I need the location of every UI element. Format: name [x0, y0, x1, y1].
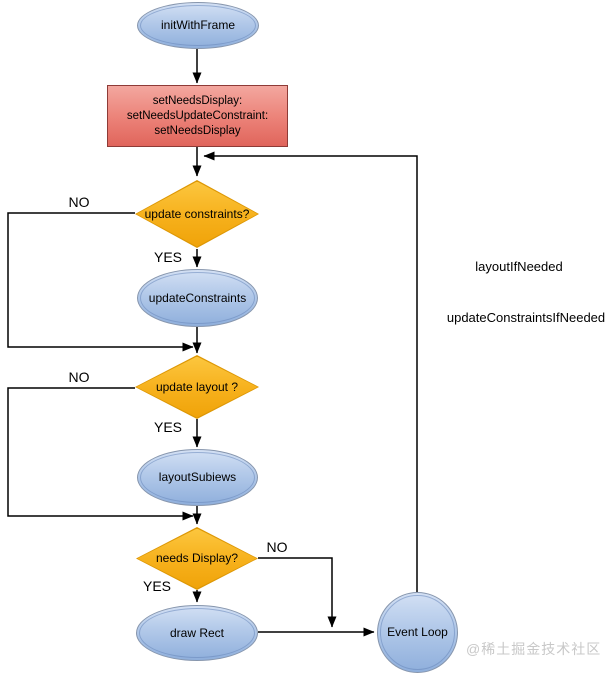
- edge-eventloop-feedback: [203, 151, 418, 592]
- decision-update-layout-label: update layout ?: [155, 379, 239, 394]
- set-needs-line-3: setNeedsDisplay: [154, 124, 241, 137]
- edge-no-display-bypass: [258, 557, 337, 628]
- node-event-loop-label: Event Loop: [387, 625, 448, 639]
- set-needs-line-2: setNeedsUpdateConstraint:: [126, 109, 269, 122]
- node-layout-subviews: layoutSubiews: [137, 449, 258, 506]
- edge-no-constraints-bypass: [7, 212, 194, 352]
- edge-label-yes-layout: YES: [153, 419, 182, 435]
- node-init-with-frame: initWithFrame: [137, 2, 259, 49]
- edge-label-yes-constraints: YES: [153, 249, 182, 265]
- set-needs-line-1: setNeedsDisplay:: [152, 94, 243, 107]
- decision-needs-display-label: needs Display?: [155, 551, 239, 565]
- node-update-constraints: updateConstraints: [137, 269, 258, 327]
- node-event-loop: Event Loop: [377, 592, 458, 673]
- edge-label-no-display: NO: [266, 539, 288, 555]
- annotation-update-constraints-if-needed: updateConstraintsIfNeeded: [446, 310, 606, 325]
- node-set-needs-display: setNeedsDisplay: setNeedsUpdateConstrain…: [107, 85, 288, 147]
- node-init-with-frame-label: initWithFrame: [160, 18, 235, 32]
- annotation-layout-if-needed: layoutIfNeeded: [475, 259, 563, 274]
- watermark-text: @稀土掘金技术社区: [466, 641, 602, 657]
- node-draw-rect-label: draw Rect: [169, 625, 225, 640]
- edge-label-no-layout: NO: [68, 369, 90, 385]
- decision-needs-display: needs Display?: [136, 527, 258, 590]
- decision-update-constraints-label: update constraints?: [144, 206, 250, 221]
- edge-label-yes-display: YES: [142, 578, 171, 594]
- edge-label-no-constraints: NO: [68, 194, 90, 210]
- node-draw-rect: draw Rect: [136, 605, 258, 661]
- edge-no-layout-bypass: [7, 387, 194, 521]
- node-update-constraints-label: updateConstraints: [148, 290, 247, 305]
- node-layout-subviews-label: layoutSubiews: [158, 470, 237, 484]
- decision-update-constraints: update constraints?: [135, 180, 259, 248]
- decision-update-layout: update layout ?: [135, 355, 259, 419]
